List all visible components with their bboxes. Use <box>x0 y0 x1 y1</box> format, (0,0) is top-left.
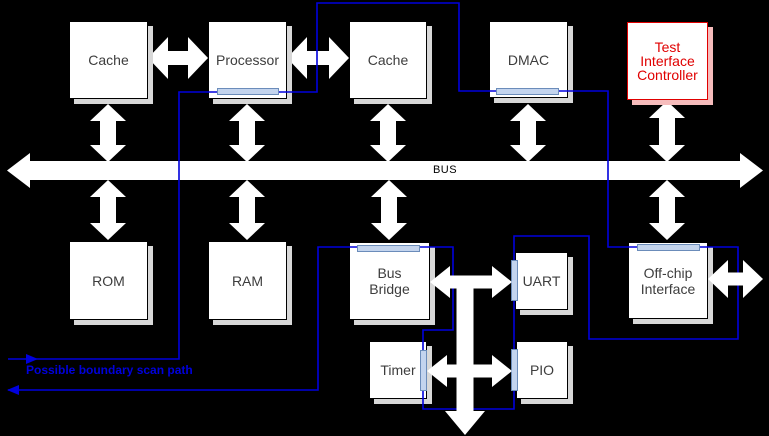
block-cache-right: Cache <box>349 21 427 99</box>
cache-processor-arrow <box>148 37 208 79</box>
scan-register-offchip <box>637 244 700 251</box>
block-dmac: DMAC <box>489 21 568 98</box>
block-tic-label: Test Interface Controller <box>637 39 698 83</box>
block-timer-label: Timer <box>380 362 416 378</box>
ram-bus-arrow <box>229 180 265 240</box>
scan-register-pio <box>511 349 518 391</box>
bus-label: BUS <box>432 164 458 176</box>
offchip-bus-arrow <box>649 180 685 240</box>
peripheral-bus-down-arrowhead <box>445 411 485 435</box>
block-rom: ROM <box>69 241 148 320</box>
cache-left-bus-arrow <box>90 104 126 162</box>
bus-arrow <box>7 153 763 188</box>
block-offchip-label: Off-chip Interface <box>640 264 696 297</box>
block-uart: UART <box>515 252 568 310</box>
scan-register-processor <box>217 88 279 95</box>
bus-bridge-uart-arrow <box>430 266 512 298</box>
block-bus-bridge-label: Bus Bridge <box>369 265 410 297</box>
block-bus-bridge: Bus Bridge <box>349 242 430 320</box>
block-cache-right-label: Cache <box>367 52 409 68</box>
rom-bus-arrow <box>90 180 126 240</box>
processor-bus-arrow <box>229 104 265 162</box>
block-ram: RAM <box>208 241 287 320</box>
block-rom-label: ROM <box>92 272 125 289</box>
scan-register-dmac <box>496 88 559 95</box>
block-pio: PIO <box>516 341 568 399</box>
scan-path-label: Possible boundary scan path <box>26 363 193 377</box>
block-uart-label: UART <box>522 273 561 289</box>
block-pio-label: PIO <box>529 362 555 378</box>
block-cache-left: Cache <box>69 21 148 99</box>
dmac-bus-arrow <box>510 104 546 162</box>
block-ram-label: RAM <box>231 272 264 289</box>
offchip-external-arrow <box>708 260 763 298</box>
timer-pio-arrow <box>427 355 512 387</box>
block-cache-left-label: Cache <box>88 52 129 68</box>
processor-cache-arrow <box>287 37 349 79</box>
block-dmac-label: DMAC <box>507 51 550 68</box>
scan-register-uart <box>511 260 518 301</box>
bus-bridge-bus-arrow <box>371 180 407 240</box>
scan-register-timer <box>420 350 427 391</box>
cache-right-bus-arrow <box>370 104 406 162</box>
block-test-interface-controller: Test Interface Controller <box>627 22 708 100</box>
scan-register-bus-bridge <box>357 245 420 252</box>
block-offchip-interface: Off-chip Interface <box>628 242 708 319</box>
scan-path-exit-arrowhead <box>7 385 19 395</box>
peripheral-bus-vertical-bar <box>456 276 474 413</box>
tic-bus-arrow <box>649 101 685 162</box>
block-processor-label: Processor <box>215 52 280 68</box>
block-timer: Timer <box>369 341 427 399</box>
